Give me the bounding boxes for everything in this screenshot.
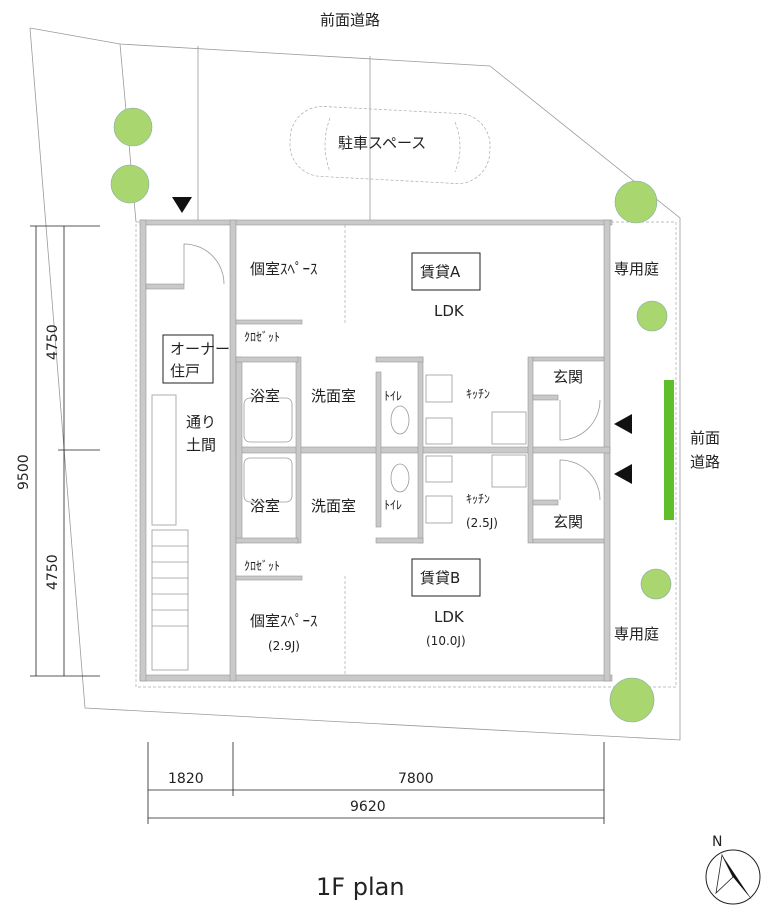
entry-arrow-icon: [172, 197, 192, 213]
private-garden-bottom-label: 専用庭: [614, 625, 659, 643]
kitchen-b-label: ｷｯﾁﾝ: [466, 492, 490, 506]
owner-label-2: 住戸: [170, 362, 200, 380]
stove-icon: [425, 417, 453, 445]
dim-upper-depth: 4750: [45, 324, 61, 360]
stove-icon: [425, 455, 453, 483]
toilet-icon: [390, 405, 410, 435]
dim-total-depth: 9500: [16, 454, 32, 490]
car-outline: [289, 106, 491, 184]
ldk-a-label: LDK: [434, 302, 465, 320]
dim-lower-depth: 4750: [45, 554, 61, 590]
rental-a-box: [411, 252, 481, 291]
door-swing: [559, 399, 601, 441]
compass-north-label: N: [712, 834, 722, 850]
rental-b-label: 賃貸B: [420, 569, 460, 587]
walls: [139, 219, 613, 682]
ldk-b-label: LDK: [434, 608, 465, 626]
closet-b-label: ｸﾛｾﾞｯﾄ: [244, 559, 280, 573]
horizontal-dimensions: [147, 742, 605, 824]
owner-label-1: オーナー: [170, 340, 230, 358]
entrance-a-label: 玄関: [553, 368, 583, 386]
setback-line: [135, 221, 677, 688]
rental-a-label: 賃貸A: [420, 263, 461, 281]
passage-label-1: 通り: [186, 413, 216, 431]
kitchen-a-label: ｷｯﾁﾝ: [466, 387, 490, 401]
shelf: [151, 394, 177, 526]
washroom-a-label: 洗面室: [311, 387, 356, 405]
dim-total-width: 9620: [350, 799, 386, 815]
private-room-a-label: 個室ｽﾍﾟｰｽ: [250, 260, 318, 278]
private-room-b-size: (2.9J): [268, 639, 300, 653]
toilet-a-label: ﾄｲﾚ: [384, 389, 402, 403]
north-compass-icon: [705, 849, 761, 905]
washroom-b-label: 洗面室: [311, 497, 356, 515]
toilet-icon: [390, 463, 410, 493]
front-road-top-label: 前面道路: [320, 11, 380, 29]
dim-rental-width: 7800: [398, 771, 434, 787]
bathtub-icon: [243, 457, 293, 503]
tree-icon: [614, 180, 658, 224]
bathtub-icon: [243, 397, 293, 443]
kitchen-b-size: (2.5J): [466, 516, 498, 530]
closet-a-label: ｸﾛｾﾞｯﾄ: [244, 330, 280, 344]
rental-b-box: [411, 558, 481, 597]
tree-icon: [110, 164, 150, 204]
tree-icon: [640, 568, 672, 600]
bath-b-label: 浴室: [250, 497, 280, 515]
vertical-dimensions: [30, 225, 100, 677]
tree-icon: [113, 107, 153, 147]
dim-owner-width: 1820: [168, 771, 204, 787]
private-garden-top-label: 専用庭: [614, 260, 659, 278]
bath-a-label: 浴室: [250, 387, 280, 405]
front-road-right-label-1: 前面: [690, 429, 720, 447]
ldk-b-size: (10.0J): [426, 634, 466, 648]
fridge-space: [491, 454, 527, 488]
tree-icon: [636, 300, 668, 332]
owner-box: [162, 334, 214, 384]
private-room-b-label: 個室ｽﾍﾟｰｽ: [250, 612, 318, 630]
toilet-b-label: ﾄｲﾚ: [384, 498, 402, 512]
tree-icon: [609, 677, 655, 723]
door-swing: [183, 243, 225, 285]
front-road-right-label-2: 道路: [690, 453, 720, 471]
entrance-b-label: 玄関: [553, 513, 583, 531]
entry-arrow-icon: [614, 414, 632, 434]
entry-arrow-icon: [614, 464, 632, 484]
door-swing: [559, 459, 601, 501]
sink-icon: [425, 374, 453, 403]
stairs: [151, 529, 189, 671]
passage-label-2: 土間: [186, 436, 216, 454]
parking-label: 駐車スペース: [338, 134, 426, 152]
hedge: [664, 380, 674, 520]
fridge-space: [491, 411, 527, 445]
plan-title: 1F plan: [316, 873, 405, 901]
sink-icon: [425, 495, 453, 524]
